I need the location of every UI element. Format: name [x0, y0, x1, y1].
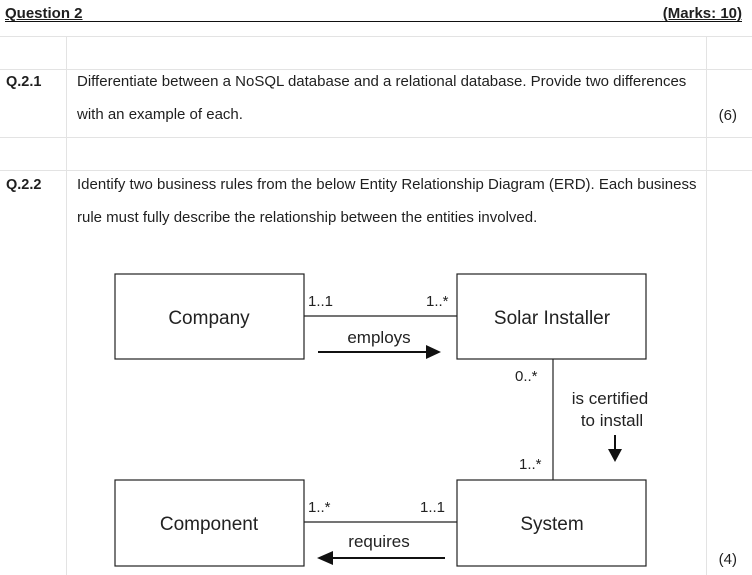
question-header: Question 2 (Marks: 10)	[5, 2, 742, 22]
table-line	[0, 69, 752, 70]
question-marks: (Marks: 10)	[662, 5, 742, 22]
question-title: Question 2	[5, 5, 83, 22]
question-marks-value: (6)	[718, 107, 737, 124]
entity-system-box	[456, 479, 647, 567]
entity-system: System	[520, 514, 583, 535]
table-line	[706, 36, 707, 575]
arrow-right-head-icon	[426, 345, 441, 359]
arrow-left-head-icon	[317, 551, 333, 565]
cardinality-label: 1..1	[308, 293, 333, 310]
relationship-label: employs	[347, 328, 410, 347]
table-line	[0, 170, 752, 171]
entity-component-box	[114, 479, 305, 567]
cardinality-label: 1..1	[420, 499, 445, 516]
entity-component: Component	[160, 514, 259, 535]
question-text: Identify two business rules from the bel…	[77, 176, 697, 226]
arrow-down-head-icon	[608, 449, 622, 462]
cardinality-label: 0..*	[515, 368, 538, 385]
cardinality-label: 1..*	[308, 499, 331, 516]
cardinality-label: 1..*	[426, 293, 449, 310]
table-line	[0, 36, 752, 37]
relationship-label: to install	[581, 411, 643, 430]
question-number: Q.2.1	[6, 74, 42, 90]
cardinality-label: 1..*	[519, 456, 542, 473]
entity-solar-installer: Solar Installer	[494, 308, 611, 329]
entity-solar-installer-box	[456, 273, 647, 360]
table-line	[66, 36, 67, 575]
entity-company-box	[114, 273, 305, 360]
question-marks-value: (4)	[718, 551, 737, 568]
entity-company: Company	[168, 308, 250, 329]
table-line	[0, 137, 752, 138]
question-text: Differentiate between a NoSQL database a…	[77, 73, 687, 123]
relationship-label: requires	[348, 532, 409, 551]
relationship-label: is certified	[572, 389, 649, 408]
question-number: Q.2.2	[6, 177, 42, 193]
